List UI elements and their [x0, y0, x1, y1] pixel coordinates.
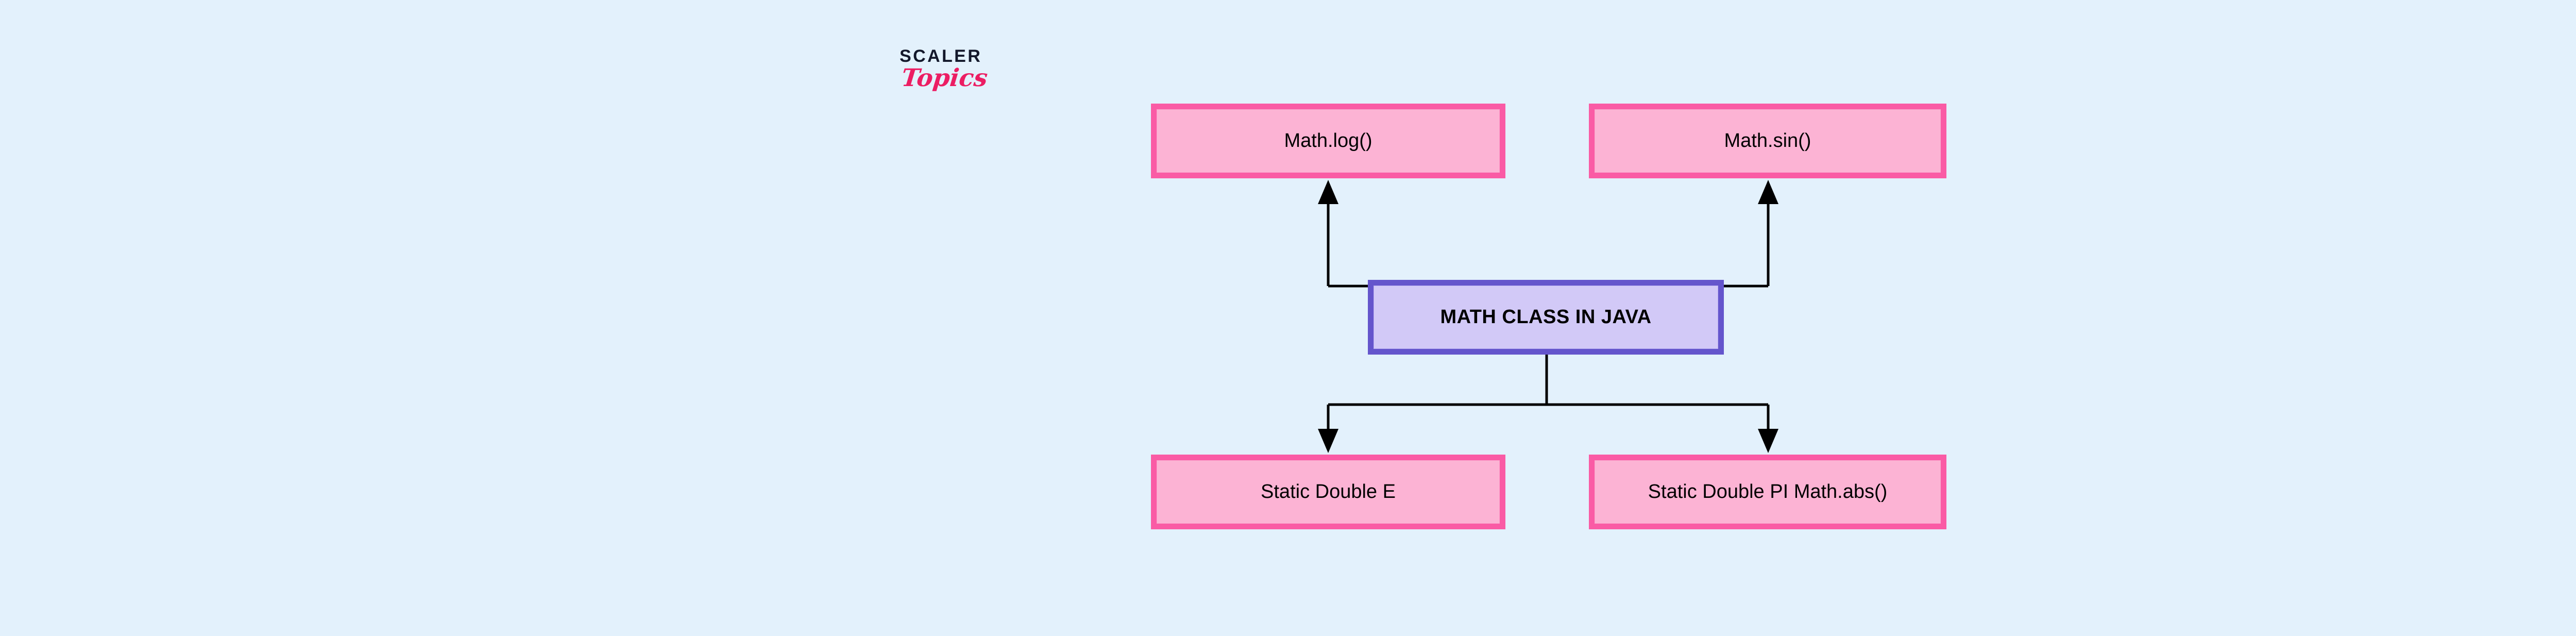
- arrowhead-static-double-pi: [1758, 429, 1778, 453]
- arrowhead-math-sin: [1758, 180, 1778, 204]
- node-static-double-e[interactable]: Static Double E: [1151, 455, 1505, 529]
- logo-wordmark-scaler: SCALER: [900, 46, 982, 66]
- arrowhead-static-double-e: [1318, 429, 1338, 453]
- node-math-sin[interactable]: Math.sin(): [1589, 104, 1946, 178]
- node-math-log[interactable]: Math.log(): [1151, 104, 1505, 178]
- node-math-log-label: Math.log(): [1284, 129, 1372, 152]
- node-math-sin-label: Math.sin(): [1724, 129, 1811, 152]
- node-static-double-e-label: Static Double E: [1261, 480, 1396, 503]
- node-static-double-pi-label: Static Double PI Math.abs(): [1648, 480, 1888, 503]
- node-math-class-in-java-label: MATH CLASS IN JAVA: [1440, 306, 1652, 328]
- logo-wordmark-topics: Topics: [900, 64, 989, 92]
- node-static-double-pi[interactable]: Static Double PI Math.abs(): [1589, 455, 1946, 529]
- scaler-topics-logo: SCALER Topics: [897, 47, 1052, 104]
- node-math-class-in-java[interactable]: MATH CLASS IN JAVA: [1368, 280, 1724, 355]
- arrowhead-math-log: [1318, 180, 1338, 204]
